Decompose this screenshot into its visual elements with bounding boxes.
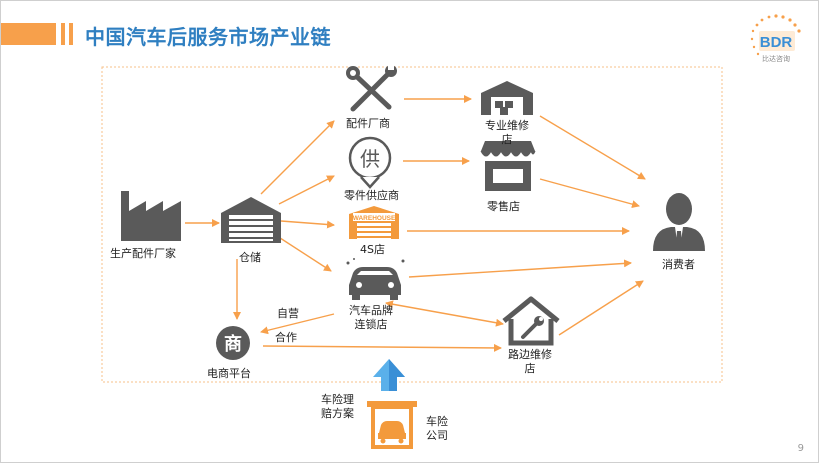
arrow-warehouse-chain	[276, 235, 332, 272]
consumer-icon	[653, 193, 705, 251]
node-label-warehouse: 仓储	[239, 251, 261, 264]
title-accent-stripe	[61, 23, 65, 45]
node-label-insurance-line2: 公司	[426, 429, 448, 442]
car-icon	[346, 258, 405, 300]
node-label-ecommerce: 电商平台	[207, 367, 251, 380]
node-label-chain-line1: 汽车品牌	[349, 304, 393, 317]
insurance-company-icon	[367, 401, 417, 449]
node-label-insurance-line1: 车险	[426, 415, 448, 428]
title-accent-bar	[1, 23, 56, 45]
4s-shop-icon: WAREHOUSE	[349, 206, 399, 239]
dashed-frame	[101, 66, 723, 383]
node-label-repair-shop: 专业维修 店	[485, 119, 529, 147]
bdr-logo: BDR 比达咨询	[750, 14, 801, 63]
edge-label-self-run: 自营	[277, 307, 299, 320]
roadside-repair-icon	[502, 296, 560, 346]
arrow-warehouse-partsmaker	[260, 120, 335, 195]
arrow-warehouse-4s	[280, 220, 335, 229]
svg-text:WAREHOUSE: WAREHOUSE	[353, 215, 396, 222]
svg-text:商: 商	[224, 333, 242, 355]
node-label-chain: 汽车品牌 连锁店	[349, 304, 393, 332]
edge-label-cooperate: 合作	[275, 331, 297, 344]
node-label-claims-line1: 车险理	[321, 393, 354, 406]
logo-text: BDR	[760, 34, 793, 51]
arrow-chain-ecommerce	[260, 313, 335, 335]
arrow-chain-roadside	[385, 300, 504, 327]
claims-upload-arrow-icon	[373, 359, 405, 391]
node-label-repair-shop-line2: 店	[501, 133, 513, 146]
title-accent-stripe	[69, 23, 73, 45]
ecommerce-icon: 商	[216, 326, 250, 360]
node-label-chain-line2: 连锁店	[354, 318, 388, 331]
node-label-claims: 车险理 赔方案	[321, 393, 354, 421]
node-label-roadside: 路边维修 店	[508, 348, 552, 376]
node-label-roadside-line2: 店	[524, 362, 536, 375]
node-label-factory: 生产配件厂家	[110, 247, 176, 260]
page-number: 9	[797, 443, 804, 454]
svg-text:供: 供	[360, 147, 380, 171]
arrow-roadside-consumer	[558, 280, 644, 336]
warehouse-icon	[221, 197, 281, 243]
page-title: 中国汽车后服务市场产业链	[85, 25, 331, 49]
factory-icon	[121, 191, 181, 241]
node-label-insurance: 车险 公司	[426, 415, 448, 443]
arrow-repair-consumer	[539, 115, 646, 180]
retail-store-icon	[480, 141, 536, 191]
repair-shop-icon	[481, 81, 533, 115]
logo-subtext: 比达咨询	[762, 54, 790, 63]
node-label-claims-line2: 赔方案	[321, 407, 354, 420]
tools-icon	[350, 68, 394, 112]
node-label-retail: 零售店	[487, 200, 520, 213]
arrow-retail-consumer	[539, 178, 640, 209]
node-label-4s: 4S店	[360, 243, 385, 256]
node-label-repair-shop-line1: 专业维修	[485, 119, 529, 132]
node-label-consumer: 消费者	[662, 258, 695, 271]
arrow-warehouse-supplier	[278, 175, 335, 205]
node-label-parts-maker: 配件厂商	[346, 117, 390, 130]
node-label-roadside-line1: 路边维修	[508, 348, 552, 361]
arrow-ecommerce-roadside	[262, 343, 502, 352]
flow-arrows	[185, 95, 646, 352]
node-label-parts-supplier: 零件供应商	[344, 189, 399, 202]
arrow-chain-consumer	[408, 259, 632, 278]
supplier-icon: 供	[348, 136, 392, 189]
